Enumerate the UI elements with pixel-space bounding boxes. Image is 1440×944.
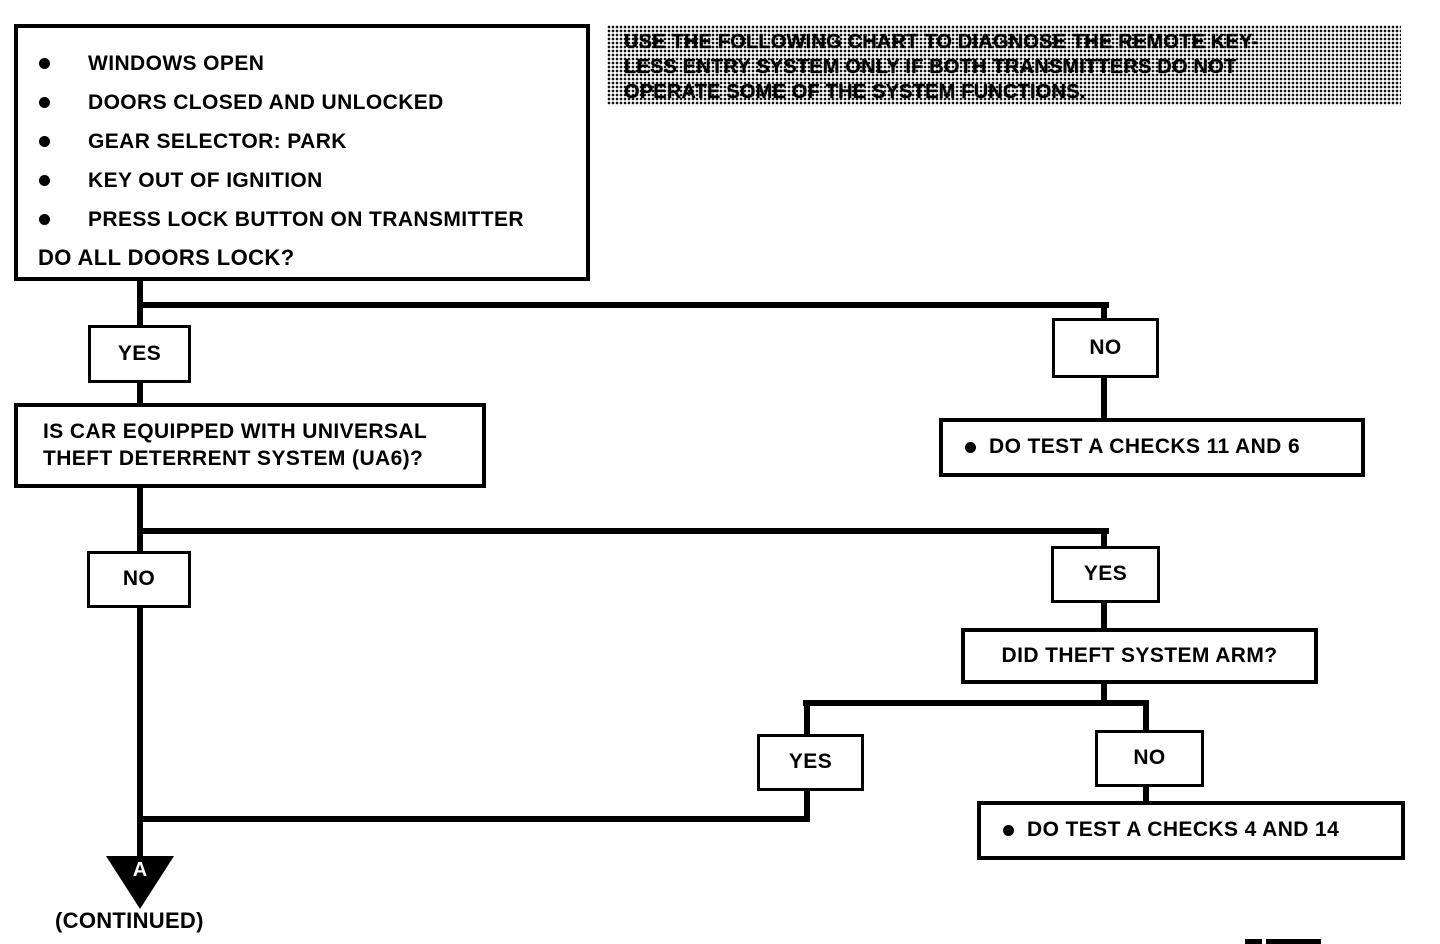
- precondition-label: PRESS LOCK BUTTON ON TRANSMITTER: [88, 207, 524, 231]
- connector-no1-stub: [1101, 302, 1107, 322]
- node-label: YES: [117, 341, 162, 365]
- list-item: PRESS LOCK BUTTON ON TRANSMITTER: [18, 200, 586, 239]
- list-item: KEY OUT OF IGNITION: [18, 161, 586, 200]
- triangle-arrow-icon: [106, 856, 174, 909]
- connector-no1-to-action1: [1101, 375, 1107, 420]
- note-line: OPERATE SOME OF THE SYSTEM FUNCTIONS.: [624, 81, 1086, 103]
- usage-note: USE THE FOLLOWING CHART TO DIAGNOSE THE …: [607, 25, 1401, 105]
- question-line: IS CAR EQUIPPED WITH UNIVERSAL: [43, 420, 428, 444]
- node-label: DO TEST A CHECKS 11 AND 6: [989, 435, 1301, 459]
- bullet-dot-icon: [39, 136, 50, 147]
- precondition-label: GEAR SELECTOR: PARK: [88, 129, 347, 153]
- precondition-label: KEY OUT OF IGNITION: [88, 168, 323, 192]
- precondition-label: DOORS CLOSED AND UNLOCKED: [88, 90, 444, 114]
- scan-artifact: [1266, 939, 1321, 944]
- preconditions-list: WINDOWS OPEN DOORS CLOSED AND UNLOCKED G…: [18, 28, 586, 239]
- node-label: YES: [788, 750, 833, 774]
- node-label: NO: [1133, 746, 1166, 770]
- node-label: NO: [1089, 335, 1122, 359]
- node-label: DID THEFT SYSTEM ARM?: [1001, 643, 1278, 667]
- node-label: DO TEST A CHECKS 4 AND 14: [1027, 818, 1340, 842]
- list-item: DOORS CLOSED AND UNLOCKED: [18, 83, 586, 122]
- bullet-dot-icon: [1003, 825, 1014, 836]
- note-line: LESS ENTRY SYSTEM ONLY IF BOTH TRANSMITT…: [624, 56, 1237, 78]
- node-yes-2: YES: [1051, 546, 1160, 603]
- bullet-dot-icon: [39, 175, 50, 186]
- bullet-dot-icon: [39, 58, 50, 69]
- continued-label: (CONTINUED): [55, 908, 204, 933]
- node-no-3: NO: [1095, 730, 1204, 787]
- scan-artifact: [1245, 939, 1262, 944]
- connector-return-horizontal: [137, 816, 810, 822]
- connector-main-down: [137, 604, 143, 858]
- node-label: NO: [122, 567, 156, 591]
- connector-letter: A: [132, 859, 148, 881]
- connector-branch2-horizontal: [137, 528, 1109, 534]
- node-label: YES: [1083, 562, 1128, 586]
- node-label: IS CAR EQUIPPED WITH UNIVERSAL THEFT DET…: [43, 419, 427, 472]
- question-line: THEFT DETERRENT SYSTEM (UA6)?: [43, 446, 424, 470]
- connector-yes3-stub: [804, 700, 810, 736]
- list-item: GEAR SELECTOR: PARK: [18, 122, 586, 161]
- node-yes-3: YES: [757, 734, 864, 791]
- root-question: DO ALL DOORS LOCK?: [38, 245, 295, 270]
- node-action-test-4-14: DO TEST A CHECKS 4 AND 14: [977, 801, 1405, 860]
- bullet-dot-icon: [965, 442, 976, 453]
- connector-yes3-down: [804, 790, 810, 822]
- node-no-1: NO: [1052, 318, 1159, 378]
- note-line: USE THE FOLLOWING CHART TO DIAGNOSE THE …: [624, 31, 1259, 53]
- connector-yes1-to-question2: [137, 380, 143, 405]
- node-action-test-11-6: DO TEST A CHECKS 11 AND 6: [939, 418, 1365, 477]
- preconditions-box: WINDOWS OPEN DOORS CLOSED AND UNLOCKED G…: [14, 24, 590, 281]
- connector-question2-down: [137, 485, 143, 555]
- connector-branch3-horizontal: [803, 700, 1149, 706]
- connector-no3-stub: [1143, 700, 1149, 733]
- bullet-dot-icon: [39, 214, 50, 225]
- list-item: WINDOWS OPEN: [18, 44, 586, 83]
- connector-yes2-stub: [1101, 528, 1107, 550]
- connector-branch1-horizontal: [137, 302, 1109, 308]
- node-question-theft-arm: DID THEFT SYSTEM ARM?: [961, 628, 1318, 684]
- node-no-2: NO: [87, 551, 191, 608]
- connector-question3-down: [1101, 680, 1107, 706]
- node-yes-1: YES: [88, 325, 191, 383]
- node-question-theft-system: IS CAR EQUIPPED WITH UNIVERSAL THEFT DET…: [14, 403, 486, 488]
- precondition-label: WINDOWS OPEN: [88, 51, 265, 75]
- connector-yes2-to-question3: [1101, 600, 1107, 630]
- connector-no3-to-action2: [1143, 784, 1149, 803]
- off-page-connector-a: A: [106, 856, 174, 909]
- bullet-dot-icon: [39, 97, 50, 108]
